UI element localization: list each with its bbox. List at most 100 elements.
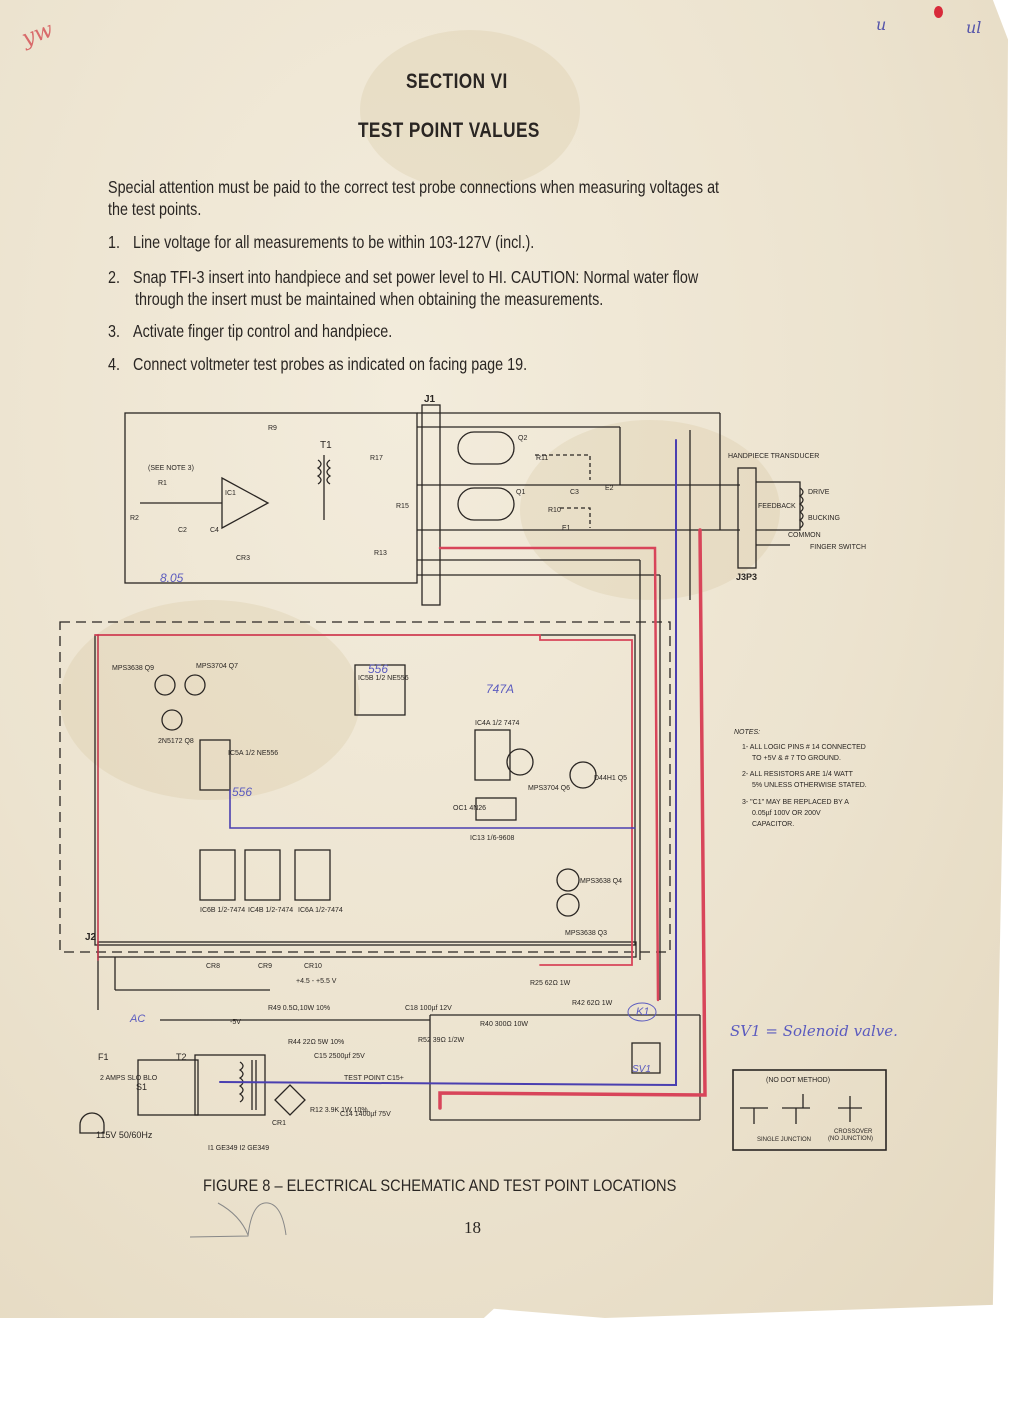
r10-label: R10 [548,507,561,514]
c2-label: C2 [178,527,187,534]
cr1-label: CR1 [272,1120,286,1127]
e1-label: E1 [562,525,571,532]
optocoupler-oc1 [475,797,517,821]
ic4b-label: IC4B 1/2-7474 [248,907,293,914]
step-number: 3. [108,321,120,341]
page-number: 18 [464,1218,481,1237]
ac-plug [79,1112,105,1134]
red-trace [438,528,707,1110]
c15-label: C15 2500µf 25V [314,1053,365,1060]
blue-trace [229,789,636,829]
r15-label: R15 [396,503,409,510]
stain [360,30,580,190]
j2-connector [97,941,637,958]
handwritten-mark: u [876,15,887,34]
handwritten-ac: AC [129,1013,145,1025]
stain [520,420,780,600]
transistor-label: 2N5172 Q8 [158,738,194,745]
transducer-label-drive: DRIVE [808,489,830,496]
handwritten-k1: K1 [636,1006,649,1018]
ic4a [474,729,511,781]
line-voltage-label: 115V 50/60Hz [96,1130,153,1140]
blue-trace [219,439,677,1087]
r42-label: R42 62Ω 1W [572,1000,613,1007]
junction-legend-box [732,1069,887,1151]
c4-label: C4 [210,527,219,534]
handwritten-version: 8.05 [160,571,184,585]
ic5a-label: IC5A 1/2 NE556 [228,750,278,757]
step-text: Connect voltmeter test probes as indicat… [133,354,528,374]
red-trace [438,546,660,1002]
solenoid-valve-sv1 [631,1042,661,1074]
intro-line-1: Special attention must be paid to the co… [108,177,720,197]
j3p3-connector [737,467,757,569]
ic6b-label: IC6B 1/2-7474 [200,907,245,914]
k1-circle-annotation [627,1002,657,1022]
q1-label: Q1 [516,489,525,496]
note-3-line-2: 0.05µf 100V OR 200V [752,810,821,817]
q2-label: Q2 [518,435,527,442]
legend-single-junction: SINGLE JUNCTION [757,1137,812,1143]
c3-label: C3 [570,489,579,496]
r49-label: R49 0.5Ω,10W 10% [268,1005,330,1012]
step-number: 1. [108,232,120,252]
c18-label: C18 100µf 12V [405,1005,452,1012]
zener-note: +4.5 - +5.5 V [296,978,337,985]
pencil-scribble [190,1202,287,1238]
handwritten-mark: ul [966,18,982,37]
fuse-label: F1 [98,1052,109,1062]
note-2-line-2: 5% UNLESS OTHERWISE STATED. [752,782,867,789]
r40-label: R40 300Ω 10W [480,1021,528,1028]
legend-crossover: CROSSOVER [834,1129,873,1135]
r25-label: R25 62Ω 1W [530,980,571,987]
cr8-label: CR8 [206,963,220,970]
transistor-label: MPS3638 Q9 [112,665,154,672]
intro-line-2: the test points. [108,199,202,219]
transistor-label: D44H1 Q5 [594,775,627,782]
r13-label: R13 [374,550,387,557]
e2-label: E2 [605,485,614,492]
notes-title: NOTES: [734,729,761,736]
switch-label: S1 [136,1082,147,1092]
logic-board-outline [59,621,671,953]
cr9-label: CR9 [258,963,272,970]
handwritten-solenoid-note: SV1 = Solenoid valve. [730,1022,898,1040]
ic5b [354,664,406,716]
transducer-label-finger-switch: FINGER SWITCH [810,544,866,551]
step-text: Line voltage for all measurements to be … [133,232,535,252]
t1-label: T1 [320,440,332,451]
note-3-line-3: CAPACITOR. [752,821,795,828]
test-point-label: TEST POINT C15+ [344,1075,404,1082]
transistor-q1 [457,487,515,521]
handwritten-556: 556 [368,662,388,676]
ic6a-label: IC6A 1/2-7474 [298,907,343,914]
note-3-line-1: 3- "C1" MAY BE REPLACED BY A [742,799,849,806]
top-module-outline [124,412,418,584]
j2-label: J2 [85,932,97,943]
r11-label: R11 [536,455,548,462]
j1-connector [421,404,441,606]
cr3-label: CR3 [236,555,250,562]
ic6a [294,849,331,901]
transducer-label-common: COMMON [788,532,821,539]
ic1-label: IC1 [225,490,236,497]
ic4a-label: IC4A 1/2 7474 [475,720,519,727]
note-1-line-2: TO +5V & # 7 TO GROUND. [752,755,841,762]
scanned-page [0,0,1008,1318]
bridge-rectifier-cr1 [274,1084,306,1116]
ic13-label: IC13 1/6-9608 [470,835,514,842]
r2-label: R2 [130,515,139,522]
r44-label: R44 22Ω 5W 10% [288,1039,344,1046]
r52-label: R52 39Ω 1/2W [418,1037,464,1044]
transducer-label-feedback: FEEDBACK [758,503,796,510]
step-number: 2. [108,267,120,287]
step-text: Activate finger tip control and handpiec… [133,321,393,341]
ic4b [244,849,281,901]
transducer-label-bucking: BUCKING [808,515,840,522]
transducer-title: HANDPIECE TRANSDUCER [728,453,819,460]
handwritten-556: 556 [232,785,252,799]
handwritten-747a: 747A [486,682,514,696]
r1-label: R1 [158,480,167,487]
ic5a [199,739,231,791]
r9-label: R9 [268,425,277,432]
